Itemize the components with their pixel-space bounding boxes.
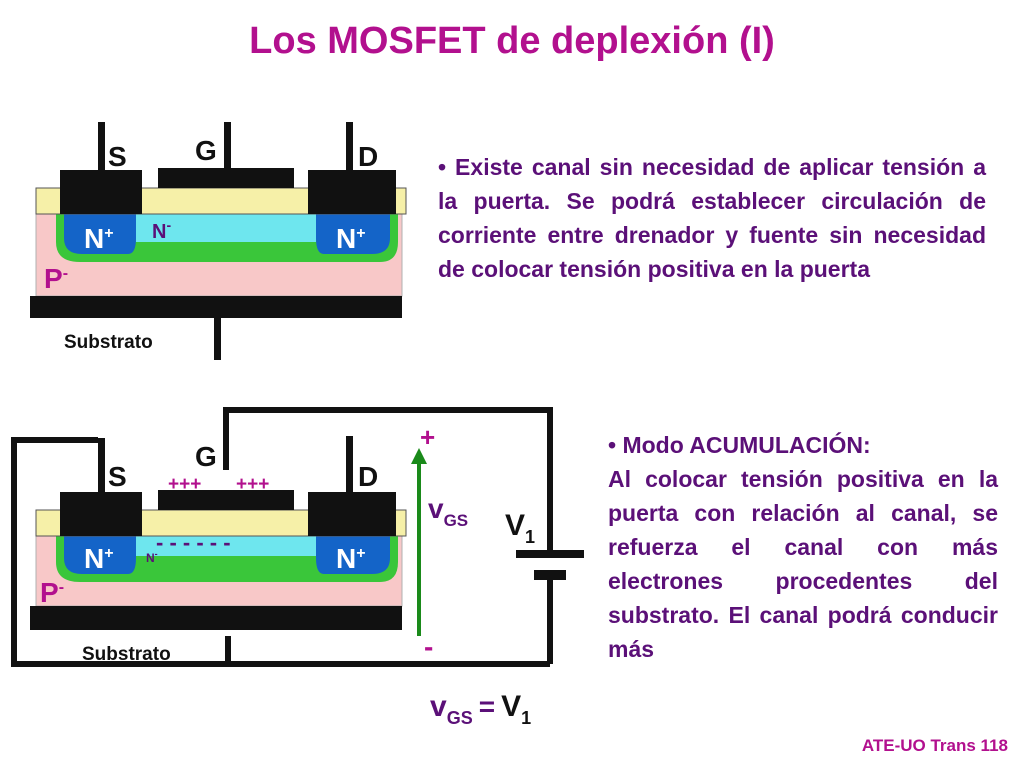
channel-charges: - - - - - - — [156, 530, 231, 555]
polarity-minus: - — [424, 631, 433, 662]
accumulation-body: Al colocar tensión positiva en la puerta… — [608, 466, 998, 662]
description-no-bias: • Existe canal sin necesidad de aplicar … — [438, 154, 986, 282]
diagram-1: S G D N+ N+ N- P- Substrato — [30, 122, 407, 360]
source-lead-2 — [98, 438, 105, 494]
source-contact — [60, 170, 142, 214]
gate-charges-left: +++ — [168, 474, 201, 495]
p-substrate-label: P- — [44, 263, 68, 294]
substrate-label: Substrato — [64, 332, 153, 353]
drain-contact-2 — [308, 492, 396, 536]
n-plus-drain-label-2: N+ — [336, 543, 366, 574]
polarity-plus: + — [420, 422, 435, 452]
n-channel — [136, 212, 316, 242]
page-title: Los MOSFET de deplexión (I) — [249, 20, 775, 62]
drain-lead — [346, 122, 353, 172]
n-channel-label: N- — [152, 217, 171, 243]
drain-lead-2 — [346, 436, 353, 494]
n-plus-source-region-2 — [64, 534, 136, 574]
p-substrate-label-2: P- — [40, 577, 64, 608]
n-plus-drain-region-2 — [316, 534, 390, 574]
gate-wire — [223, 407, 553, 550]
drain-contact — [308, 170, 396, 214]
substrate-lead — [214, 318, 221, 360]
gate-contact-2 — [158, 490, 294, 510]
gate-label: G — [195, 135, 217, 166]
source-label: S — [108, 141, 127, 172]
vgs-equation: vGS=V1 — [430, 690, 531, 728]
substrate-contact-2 — [30, 606, 402, 630]
n-plus-source-label: N+ — [84, 223, 114, 254]
source-substrate-wire — [11, 437, 231, 667]
vgs-arrow-head — [411, 448, 427, 464]
diagram-2: V1 + - vGS S G D +++ +++ - - - - - - N+ … — [11, 407, 584, 728]
n-channel-2 — [136, 534, 316, 556]
battery-positive-plate — [516, 550, 584, 558]
n-plus-source-label-2: N+ — [84, 543, 114, 574]
substrate-contact — [30, 296, 402, 318]
source-lead — [98, 122, 105, 172]
slide-footer: ATE-UO Trans 118 — [861, 736, 1008, 755]
drain-label: D — [358, 141, 378, 172]
battery-label: V1 — [505, 509, 535, 547]
accumulation-heading: • Modo ACUMULACIÓN: — [608, 432, 871, 458]
source-contact-2 — [60, 492, 142, 536]
drain-label-2: D — [358, 461, 378, 492]
n-channel-label-2: N- — [146, 549, 158, 565]
n-plus-drain-label: N+ — [336, 223, 366, 254]
battery-negative-plate — [534, 570, 566, 580]
vgs-label: vGS — [428, 493, 468, 530]
source-label-2: S — [108, 461, 127, 492]
gate-charges-right: +++ — [236, 474, 269, 495]
gate-label-2: G — [195, 441, 217, 472]
n-plus-source-region — [64, 212, 136, 254]
gate-contact — [158, 168, 294, 188]
n-plus-drain-region — [316, 212, 390, 254]
substrate-label-2: Substrato — [82, 644, 171, 665]
gate-lead — [224, 122, 231, 168]
description-accumulation: • Modo ACUMULACIÓN: Al colocar tensión p… — [608, 428, 998, 666]
